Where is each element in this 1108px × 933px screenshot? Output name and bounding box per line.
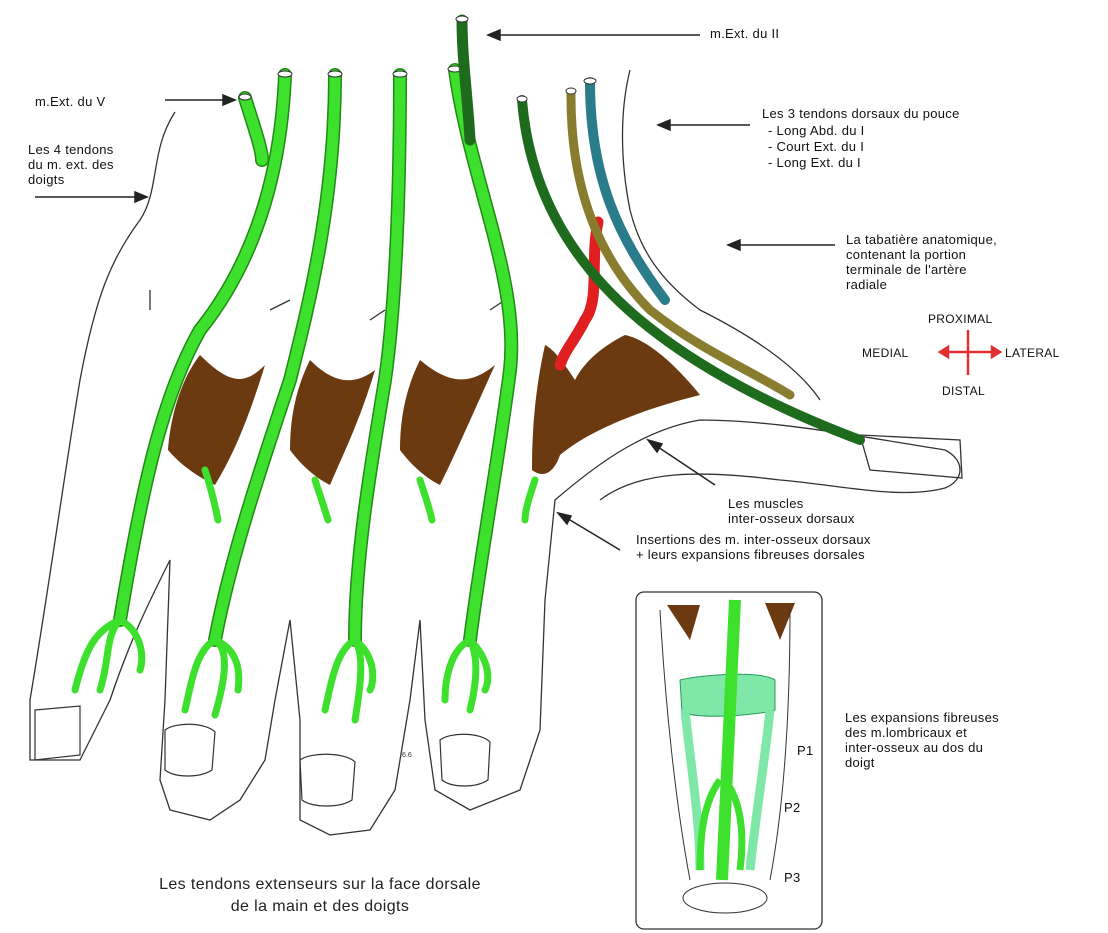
label-ext-II: m.Ext. du II [710, 26, 779, 41]
inset-p1: P1 [797, 743, 814, 758]
inset-p3: P3 [784, 870, 801, 885]
direction-compass [940, 330, 1000, 375]
inset-p2: P2 [784, 800, 801, 815]
svg-text:6.6: 6.6 [402, 752, 412, 759]
label-ext-V: m.Ext. du V [35, 94, 106, 109]
label-thumb-tendons-title: Les 3 tendons dorsaux du pouce [762, 106, 960, 121]
label-thumb-tendon-2: - Court Ext. du I [768, 139, 864, 154]
compass-distal: DISTAL [942, 384, 985, 399]
finger-nails [35, 706, 490, 806]
compass-medial: MEDIAL [862, 346, 908, 361]
label-thumb-tendon-3: - Long Ext. du I [768, 155, 861, 170]
figure-caption: Les tendons extenseurs sur la face dorsa… [60, 874, 580, 918]
label-four-tendons: Les 4 tendons du m. ext. des doigts [28, 142, 114, 187]
compass-lateral: LATERAL [1005, 346, 1060, 361]
label-thumb-tendon-1: - Long Abd. du I [768, 123, 865, 138]
label-insertions: Insertions des m. inter-osseux dorsaux +… [636, 532, 871, 562]
interosseous-muscles [168, 335, 700, 485]
label-expansions: Les expansions fibreuses des m.lombricau… [845, 710, 999, 770]
label-interosseux: Les muscles inter-osseux dorsaux [728, 496, 855, 526]
label-tabatiere: La tabatière anatomique, contenant la po… [846, 232, 997, 292]
compass-proximal: PROXIMAL [928, 312, 992, 327]
